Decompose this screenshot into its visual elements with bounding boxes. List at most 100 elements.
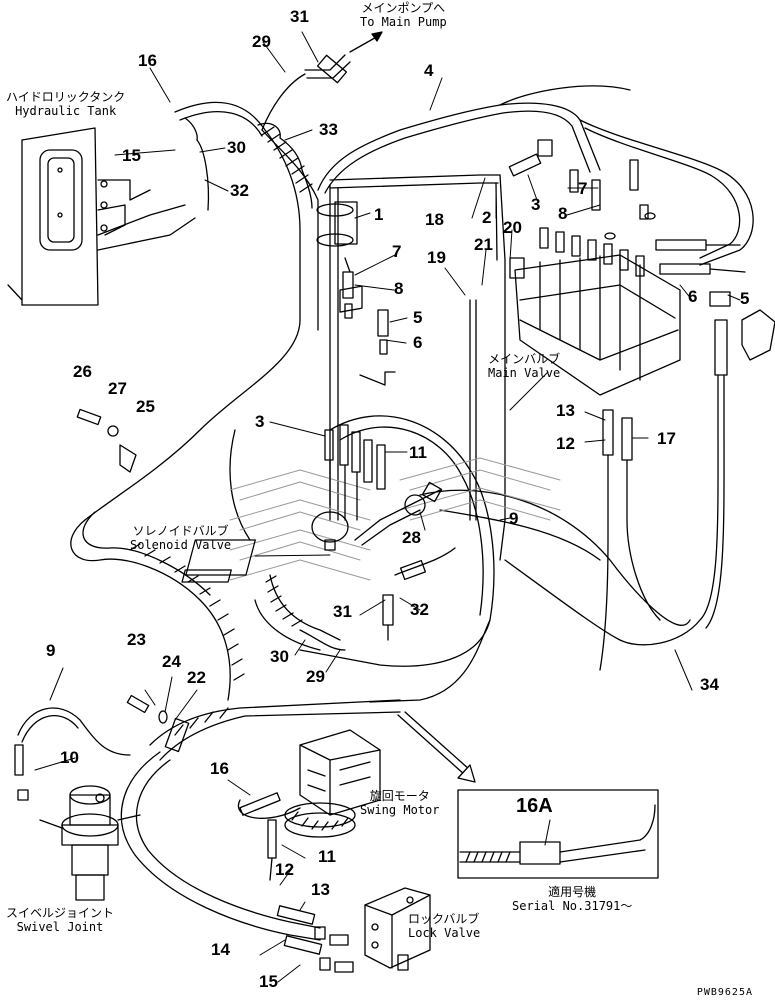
callout-9-mid: 9 (509, 509, 519, 528)
hydraulic-tank (7, 127, 196, 306)
callout-31-mid: 31 (333, 602, 352, 621)
swivel-joint-label: スイベルジョイント Swivel Joint (6, 906, 114, 935)
callout-22: 22 (187, 668, 206, 687)
fittings-left (339, 257, 396, 386)
drawing-code: PWB9625A (696, 987, 753, 998)
callout-32-mid: 32 (410, 600, 429, 619)
solenoid-valve (181, 424, 456, 641)
hydraulic-tank-label-en: Hydraulic Tank (15, 103, 117, 118)
callout-29-mid: 29 (306, 667, 325, 686)
main-pump-hose (261, 31, 383, 131)
watermark-chevrons (229, 457, 561, 581)
callout-7-right: 7 (578, 179, 588, 198)
callout-19: 19 (427, 248, 446, 267)
callout-5-right: 5 (740, 289, 750, 308)
main-pump-label: メインポンプへ To Main Pump (360, 1, 447, 30)
callout-30-top: 30 (227, 138, 246, 157)
callout-31-top: 31 (290, 7, 309, 26)
pipe-18 (329, 174, 506, 561)
fittings-12-13-17 (599, 409, 661, 671)
callout-1: 1 (374, 205, 384, 224)
callout-16A: 16A (516, 795, 553, 817)
callout-21: 21 (474, 235, 493, 254)
callout-18: 18 (425, 210, 444, 229)
swing-motor-label: 旋回モータ Swing Motor (360, 789, 440, 818)
hydraulic-tank-label: ハイドロリックタンク Hydraulic Tank (6, 90, 126, 119)
callout-26: 26 (73, 362, 92, 381)
bracket-22 (126, 694, 190, 753)
callout-13-lower: 13 (311, 880, 330, 899)
main-valve-label-jp: メインバルブ (488, 352, 561, 366)
leader-lines (34, 31, 741, 983)
callout-33: 33 (319, 120, 338, 139)
hose-9-lower (14, 707, 131, 801)
callout-13-mid: 13 (556, 401, 575, 420)
callout-6-right: 6 (688, 287, 698, 306)
callout-28: 28 (402, 528, 421, 547)
callout-2: 2 (482, 208, 492, 227)
callout-15-lower: 15 (259, 972, 278, 991)
callout-14: 14 (211, 940, 230, 959)
main-valve-label-en: Main Valve (488, 365, 561, 380)
callout-20: 20 (503, 218, 522, 237)
callout-10: 10 (60, 748, 79, 767)
callout-9-left: 9 (46, 641, 56, 660)
callout-27: 27 (108, 379, 127, 398)
callout-16-lower: 16 (210, 759, 229, 778)
callout-30-mid: 30 (270, 647, 289, 666)
solenoid-valve-label-jp: ソレノイドバルブ (132, 524, 229, 538)
callout-15-top: 15 (122, 146, 141, 165)
hose-4 (317, 85, 754, 266)
main-pump-label-en: To Main Pump (360, 14, 447, 29)
callout-4: 4 (424, 61, 434, 80)
spiral-guard-center (265, 574, 346, 651)
callout-29-top: 29 (252, 32, 271, 51)
fittings-right (619, 291, 775, 646)
main-pump-label-jp: メインポンプへ (361, 1, 446, 15)
callout-25: 25 (136, 397, 155, 416)
callout-12-lower: 12 (275, 860, 294, 879)
swivel-joint (39, 785, 141, 901)
serial-note-jp: 適用号機 (548, 885, 597, 899)
serial-note-en: Serial No.31791～ (512, 898, 633, 913)
long-hoses (70, 101, 319, 701)
lock-valve-label-en: Lock Valve (408, 925, 481, 940)
hydraulic-tank-label-jp: ハイドロリックタンク (6, 90, 126, 104)
solenoid-valve-label-en: Solenoid Valve (130, 537, 232, 552)
spiral-guard-lower (129, 543, 401, 761)
lock-valve-label: ロックバルブ Lock Valve (408, 912, 481, 941)
callout-23: 23 (127, 630, 146, 649)
callout-11-lower: 11 (318, 847, 336, 866)
spiral-guard-33 (257, 122, 313, 209)
hose-9-34 (229, 415, 691, 703)
callout-3-mid: 3 (255, 412, 265, 431)
callout-34: 34 (700, 675, 719, 694)
detail-arrow (397, 711, 476, 783)
clamp-1 (316, 201, 358, 247)
solenoid-valve-label: ソレノイドバルブ Solenoid Valve (130, 524, 232, 553)
serial-note: 適用号機 Serial No.31791～ (512, 885, 633, 914)
detail-16A-box (457, 789, 659, 879)
callout-8-right: 8 (558, 204, 568, 223)
callout-32-top: 32 (230, 181, 249, 200)
callout-11-mid: 11 (409, 443, 427, 462)
lock-valve-label-jp: ロックバルブ (408, 912, 480, 926)
callout-8-left: 8 (394, 279, 404, 298)
callout-6-left: 6 (413, 333, 423, 352)
swing-motor (239, 729, 381, 881)
callout-3-top: 3 (531, 195, 541, 214)
main-valve (508, 139, 746, 396)
bracket-25 (76, 408, 137, 473)
swing-motor-label-en: Swing Motor (360, 802, 440, 817)
lower-hoses (120, 751, 331, 971)
callout-7-left: 7 (392, 242, 402, 261)
callout-12-mid: 12 (556, 434, 575, 453)
swivel-joint-label-en: Swivel Joint (16, 919, 104, 934)
lock-valve (329, 887, 431, 973)
callout-24: 24 (162, 652, 181, 671)
callout-5-left: 5 (413, 308, 423, 327)
callout-17: 17 (657, 429, 676, 448)
swing-motor-label-jp: 旋回モータ (369, 789, 430, 803)
